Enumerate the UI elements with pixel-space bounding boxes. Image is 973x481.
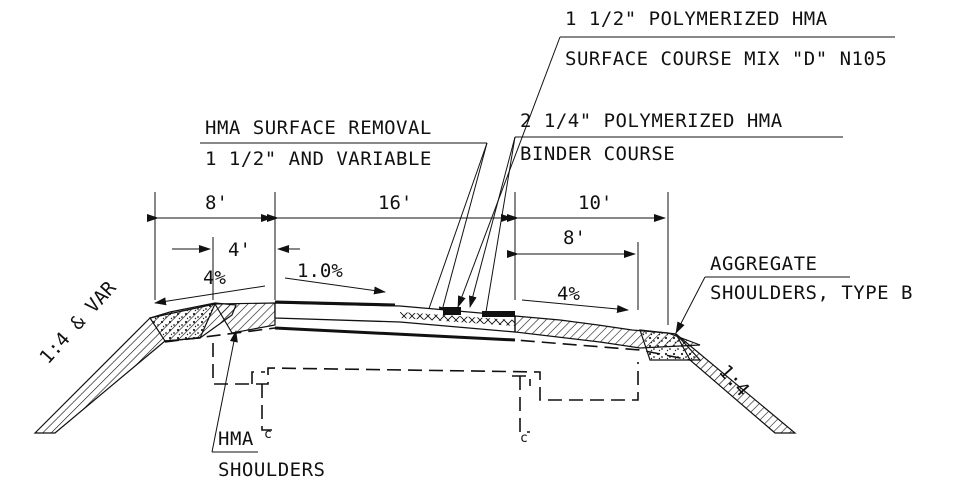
removal-callout-line2: 1 1/2" AND VARIABLE	[205, 148, 432, 170]
slope-arrow-lane	[284, 277, 386, 295]
surface-course-callout-line1: 1 1/2" POLYMERIZED HMA	[565, 8, 828, 30]
dim-left-inner: 4'	[228, 239, 251, 261]
binder-course-leader-2	[484, 136, 516, 319]
right-embankment	[675, 333, 797, 434]
underdrain-right	[512, 375, 531, 386]
aggregate-callout-line1: AGGREGATE	[710, 253, 817, 275]
binder-course-callout-line2: BINDER COURSE	[520, 143, 675, 165]
surface-course-sample	[443, 307, 461, 315]
aggregate-leader	[675, 276, 706, 334]
surface-course-callout-line2: SURFACE COURSE MIX "D" N105	[565, 48, 887, 70]
dim-left-shoulder: 8'	[205, 192, 228, 214]
binder-course-sample	[482, 311, 515, 317]
slope-right-shoulder: 4%	[557, 283, 580, 305]
underdrain-mark-left: c	[264, 427, 272, 442]
hma-shoulders-callout-line2: SHOULDERS	[218, 459, 325, 481]
slope-left-side: 1:4 & VAR	[35, 277, 121, 369]
dim-right-shoulder: 10'	[578, 192, 612, 214]
slope-arrow-right	[521, 299, 629, 313]
underdrain-mark-right: c	[520, 431, 528, 446]
underdrain-left	[251, 371, 265, 384]
left-hma-shoulder	[213, 302, 276, 334]
underdrain-right-trench	[519, 376, 530, 433]
hma-shoulders-callout-line1: HMA	[218, 428, 254, 450]
dim-lane: 16'	[378, 192, 412, 214]
hma-shoulders-leader	[211, 330, 238, 453]
removal-callout-line1: HMA SURFACE REMOVAL	[205, 117, 432, 139]
slope-lane: 1.0%	[297, 260, 343, 282]
slope-arrow-left	[154, 285, 266, 306]
left-aggregate-shoulder	[149, 303, 217, 342]
subbase-outline	[212, 343, 639, 401]
underdrain-left-trench	[261, 384, 272, 431]
binder-course-leader	[468, 136, 516, 308]
slope-left-shoulder: 4%	[203, 267, 226, 289]
surface-removal	[400, 312, 515, 326]
removal-leader-2	[424, 142, 488, 321]
removal-leader	[438, 142, 488, 319]
binder-course-callout-line1: 2 1/4" POLYMERIZED HMA	[520, 110, 783, 132]
subgrade-line	[164, 327, 691, 361]
aggregate-callout-line2: SHOULDERS, TYPE B	[710, 282, 913, 304]
dim-right-inner: 8'	[563, 227, 586, 249]
surface-course-overlay-left	[274, 300, 396, 307]
